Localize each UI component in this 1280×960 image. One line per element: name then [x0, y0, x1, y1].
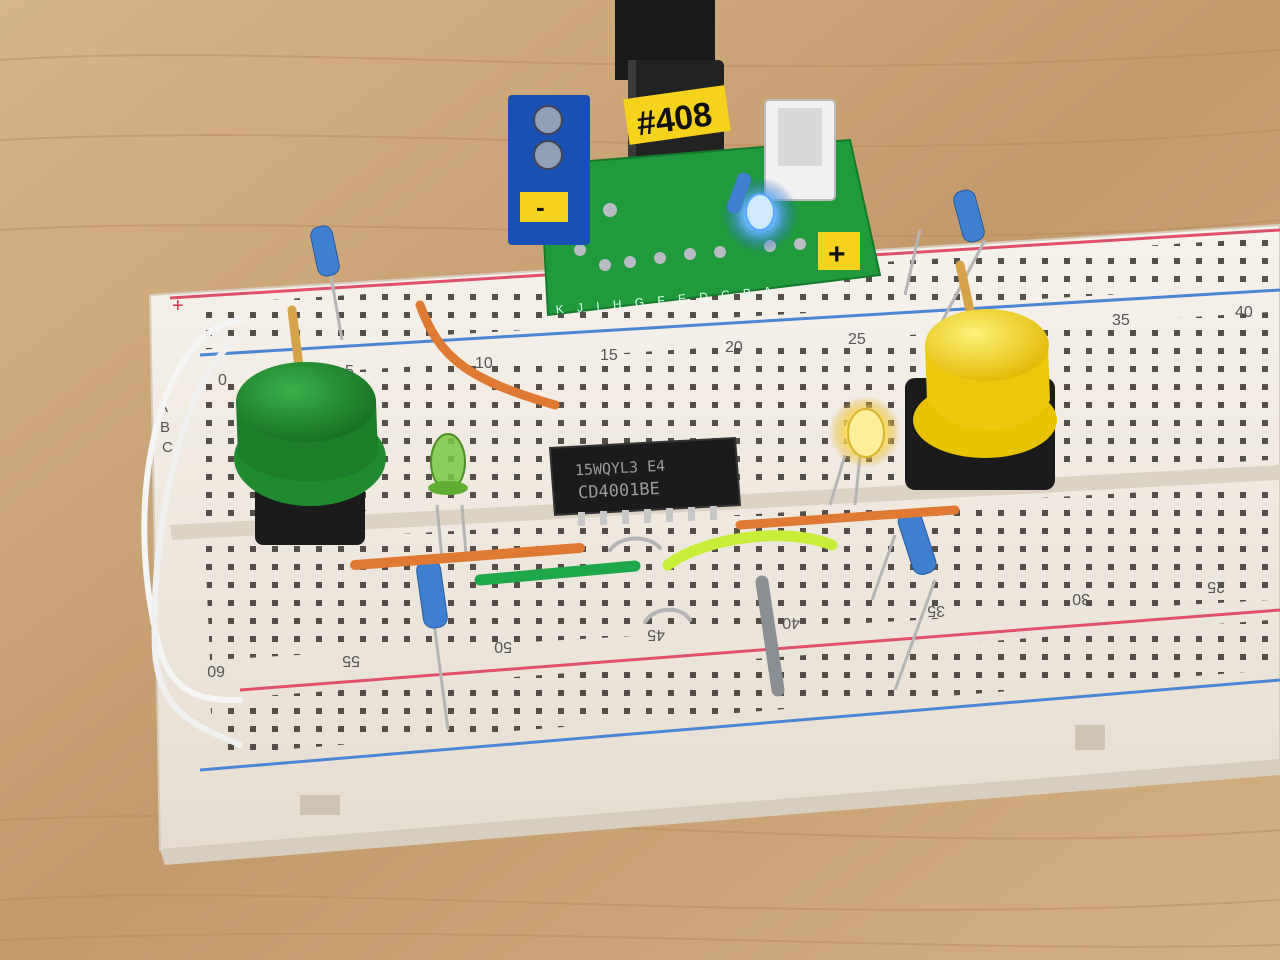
grey-jumper: [755, 575, 785, 697]
resistor: [310, 225, 340, 277]
green-wire: [474, 560, 641, 586]
column-number: 10: [475, 355, 493, 372]
minus-label: -: [536, 192, 545, 222]
column-number: 50: [494, 638, 512, 655]
row-letter: B: [160, 419, 170, 436]
white-wire: [141, 317, 243, 703]
board-notch: [1075, 725, 1105, 750]
module-tag: [623, 85, 731, 145]
minus-tag: [520, 192, 568, 222]
yellow-led: [829, 396, 901, 468]
column-number: 55: [342, 652, 360, 669]
yellow-green-wire: [662, 530, 838, 571]
jumper-wires: [141, 260, 977, 748]
column-number: 60: [207, 662, 225, 679]
column-number: 40: [782, 614, 800, 631]
plus-label: +: [828, 238, 846, 271]
orange-wire: [415, 300, 560, 410]
rail-plus-label: +: [172, 295, 184, 317]
column-number: 40: [1235, 304, 1253, 321]
module-resistor: [726, 172, 752, 214]
column-number: 45: [647, 626, 665, 643]
terminal-screw: [533, 105, 563, 135]
green-led: [428, 433, 468, 495]
terminal-screw: [533, 140, 563, 170]
column-number: 0: [218, 372, 227, 389]
column-number: 30: [1072, 590, 1090, 607]
rail-blue-bottom: [199, 678, 1280, 772]
orange-wire: [735, 505, 960, 530]
column-number: 15: [600, 347, 618, 364]
resistor: [953, 189, 985, 243]
ic-pins: [578, 506, 717, 526]
column-number: 35: [1112, 312, 1130, 329]
blue-led: [745, 193, 775, 231]
rail-blue-top: [199, 288, 1280, 357]
column-number: 20: [725, 339, 743, 356]
board-notch: [300, 795, 340, 815]
ic-chip: 15WQYL3 E4 CD4001BE: [548, 436, 742, 526]
column-number: 25: [848, 331, 866, 348]
rail-red-bottom: [239, 608, 1280, 692]
power-module: #408 K J I H G F E D C B A - +: [508, 0, 882, 317]
staple-jumper: [608, 536, 662, 552]
resistors: [310, 189, 985, 629]
column-number: 25: [1207, 578, 1225, 595]
white-wire: [151, 337, 243, 748]
yellow-push-button[interactable]: [905, 309, 1057, 490]
row-letter: C: [162, 439, 173, 456]
bottom-column-numbers: 60 55 50 45 40 35 30 25: [207, 578, 1225, 679]
green-push-button[interactable]: [234, 362, 386, 545]
wire-legs: [328, 229, 987, 731]
plus-tag: [818, 232, 860, 270]
chip-marking-line2: CD4001BE: [578, 479, 661, 503]
chip-marking-line1: 15WQYL3 E4: [574, 457, 665, 480]
staple-jumper: [643, 607, 692, 624]
column-number: 35: [927, 602, 945, 619]
orange-wire: [350, 543, 585, 570]
